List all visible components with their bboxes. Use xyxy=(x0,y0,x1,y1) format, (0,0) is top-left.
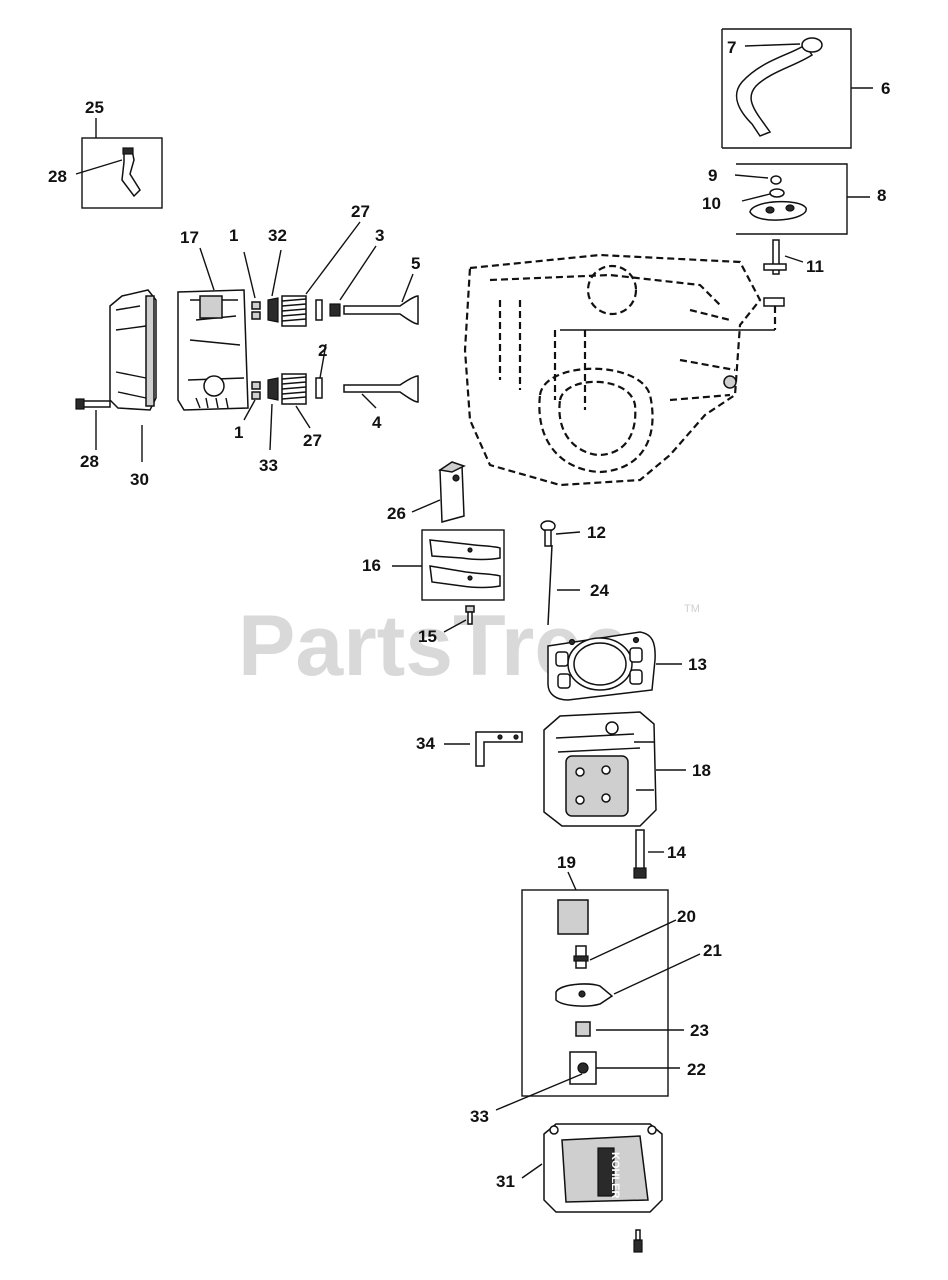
head-bolt-part-14[interactable] xyxy=(633,829,664,879)
callout-9[interactable]: 9 xyxy=(708,166,717,185)
oil-fill-assembly[interactable] xyxy=(75,118,163,209)
stud-part-11[interactable] xyxy=(763,239,804,330)
callout-7[interactable]: 7 xyxy=(727,38,736,57)
callout-2[interactable]: 2 xyxy=(318,341,327,360)
head-gasket-part-13[interactable] xyxy=(547,631,682,701)
callout-13[interactable]: 13 xyxy=(688,655,707,674)
rocker-arms-part-16[interactable] xyxy=(392,529,505,601)
cover-brand-text: KOHLER xyxy=(609,1152,621,1199)
callout-8[interactable]: 8 xyxy=(877,186,886,205)
rocker-bridge-part-26[interactable] xyxy=(411,461,466,523)
push-rod-part-24[interactable] xyxy=(540,520,581,626)
callout-26[interactable]: 26 xyxy=(387,504,406,523)
callout-1-lower[interactable]: 1 xyxy=(234,423,243,442)
screw-part-15[interactable] xyxy=(443,605,475,633)
callout-24[interactable]: 24 xyxy=(590,581,609,600)
cylinder-head-part-18[interactable] xyxy=(543,711,686,827)
callout-17[interactable]: 17 xyxy=(180,228,199,247)
callout-34[interactable]: 34 xyxy=(416,734,435,753)
callout-32[interactable]: 33 xyxy=(470,1107,489,1126)
callout-31[interactable]: 31 xyxy=(496,1172,515,1191)
callout-16[interactable]: 16 xyxy=(362,556,381,575)
callout-21[interactable]: 21 xyxy=(703,941,722,960)
rocker-cover-part-31[interactable]: KOHLER xyxy=(521,1123,663,1253)
callout-33-upper[interactable]: 32 xyxy=(268,226,287,245)
callout-14[interactable]: 14 xyxy=(667,843,686,862)
callout-30[interactable]: 30 xyxy=(130,470,149,489)
callout-6[interactable]: 6 xyxy=(881,79,890,98)
callout-3[interactable]: 3 xyxy=(375,226,384,245)
valve-train-lower[interactable] xyxy=(243,343,419,451)
valve-train-upper[interactable] xyxy=(243,221,419,327)
callout-19[interactable]: 19 xyxy=(557,853,576,872)
bracket-part-34[interactable] xyxy=(444,731,523,767)
watermark-trademark: TM xyxy=(684,603,700,615)
callout-23[interactable]: 23 xyxy=(690,1021,709,1040)
callout-15[interactable]: 15 xyxy=(418,627,437,646)
callout-5[interactable]: 5 xyxy=(411,254,420,273)
callout-33-lower[interactable]: 33 xyxy=(259,456,278,475)
callout-18[interactable]: 18 xyxy=(692,761,711,780)
callout-27-upper[interactable]: 27 xyxy=(351,202,370,221)
bolt-part-28[interactable] xyxy=(75,398,111,450)
cylinder-head-side-part-17[interactable] xyxy=(177,247,249,411)
engine-block-outline xyxy=(463,253,775,487)
callout-4[interactable]: 4 xyxy=(372,413,382,432)
callout-27-lower[interactable]: 27 xyxy=(303,431,322,450)
callout-25[interactable]: 25 xyxy=(85,98,104,117)
rocker-kit-box-part-19[interactable] xyxy=(495,871,701,1111)
breather-hose-assembly[interactable] xyxy=(721,28,873,149)
callout-22[interactable]: 22 xyxy=(687,1060,706,1079)
callout-20[interactable]: 20 xyxy=(677,907,696,926)
callout-labels: 7 6 9 8 10 11 25 28 17 1 32 27 3 5 2 4 1… xyxy=(48,38,890,1191)
valve-cover-part-30[interactable] xyxy=(109,289,157,462)
callout-10[interactable]: 10 xyxy=(702,194,721,213)
breather-cover-assembly[interactable] xyxy=(734,163,870,235)
callout-12[interactable]: 12 xyxy=(587,523,606,542)
callout-11[interactable]: 11 xyxy=(806,257,824,276)
callout-29[interactable]: 28 xyxy=(48,167,67,186)
callout-28[interactable]: 28 xyxy=(80,452,99,471)
callout-1-upper[interactable]: 1 xyxy=(229,226,238,245)
